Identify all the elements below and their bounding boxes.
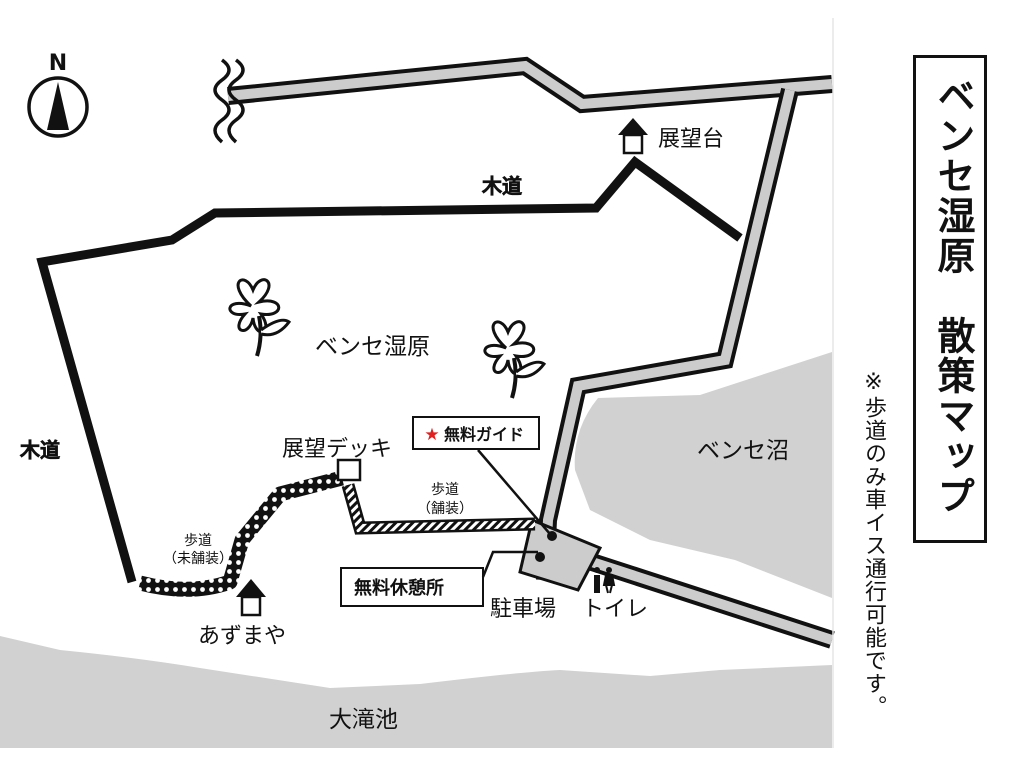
- guide-label: 無料ガイド: [444, 425, 524, 444]
- unpaved-path-sublabel: （未舗装）: [163, 551, 233, 567]
- guide-box: [412, 416, 540, 450]
- observatory-label: 展望台: [658, 127, 724, 152]
- boardwalk-loop: [36, 155, 743, 584]
- wheelchair-note: ※歩道のみ車イス通行可能です。: [861, 370, 886, 718]
- map-title: ベンセ湿原 散策マップ: [931, 76, 975, 516]
- rest-area-box: [340, 567, 484, 607]
- compass-icon: N: [27, 51, 89, 138]
- deck-marker: [336, 458, 362, 482]
- parking-label: 駐車場: [490, 597, 556, 622]
- paved-path-label: 歩道: [431, 482, 459, 498]
- rest-area-point: [535, 552, 545, 562]
- star-icon: ★: [424, 425, 439, 445]
- pond-right: [574, 352, 832, 598]
- paved-path-sublabel: （舗装）: [417, 501, 473, 517]
- flower-icon: [483, 320, 547, 399]
- unpaved-path-label: 歩道: [184, 533, 212, 549]
- pond-bottom: [0, 636, 832, 748]
- rest-area-label: 無料休憩所: [354, 577, 444, 599]
- compass-label: N: [49, 51, 67, 76]
- title-box: ベンセ湿原 散策マップ: [913, 55, 987, 543]
- parking-lot: [518, 517, 603, 592]
- observatory-icon: [618, 118, 648, 155]
- toilet-icon: [594, 567, 616, 594]
- guide-point: [547, 531, 557, 541]
- toilet-label: トイレ: [582, 597, 648, 622]
- unpaved-path: [138, 470, 344, 597]
- gazebo-label: あずまや: [198, 624, 286, 649]
- boardwalk-left-label: 木道: [19, 438, 60, 462]
- pond-right-label: ベンセ沼: [697, 438, 789, 464]
- deck-label: 展望デッキ: [282, 437, 392, 462]
- road-end-mark: [213, 58, 231, 144]
- boardwalk-top-label: 木道: [481, 174, 522, 198]
- pond-bottom-label: 大滝池: [329, 707, 398, 733]
- marsh-label: ベンセ湿原: [315, 334, 430, 360]
- flower-icon: [228, 278, 292, 357]
- gazebo-icon: [236, 579, 266, 617]
